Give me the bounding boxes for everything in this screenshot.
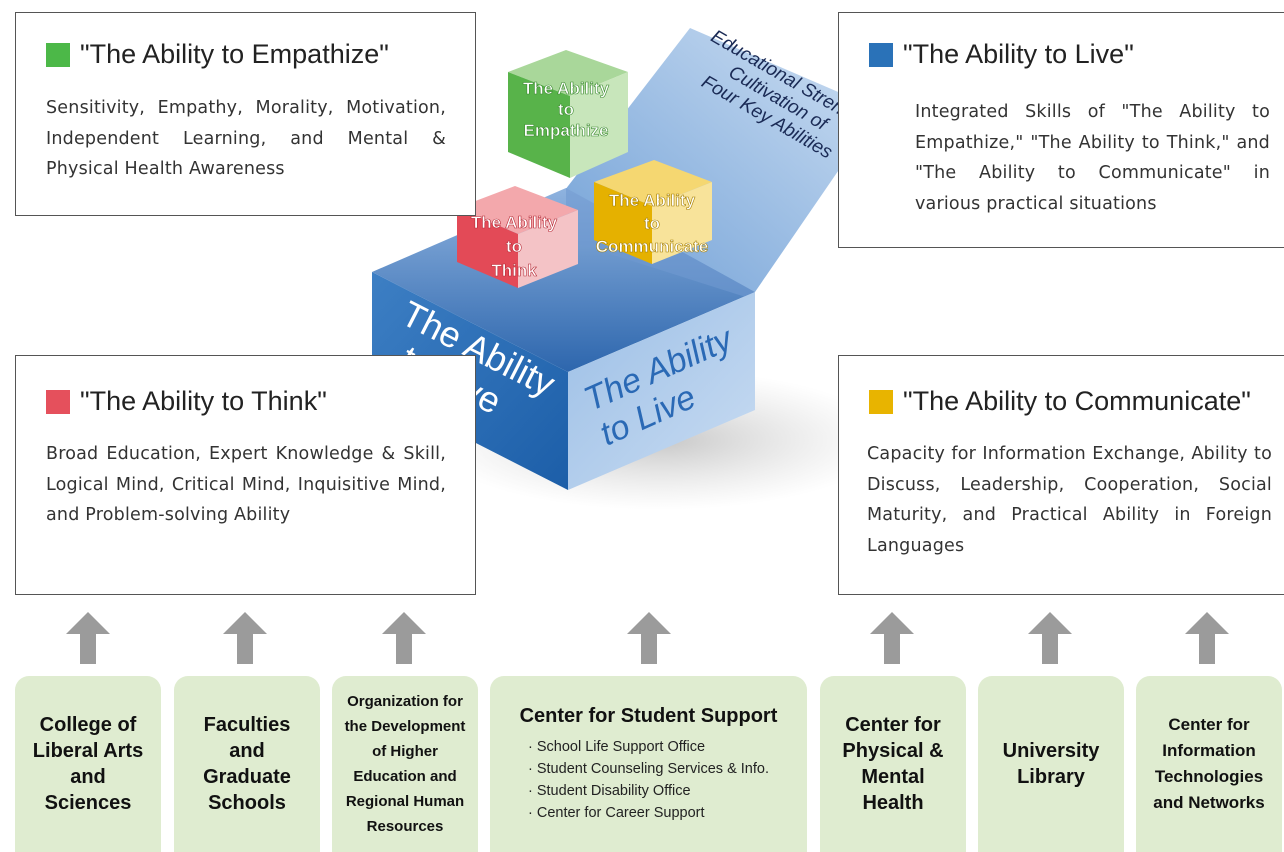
list-item: Student Counseling Services & Info. (528, 758, 769, 780)
unit-health-center: Center for Physical & Mental Health (820, 676, 966, 852)
arrow-up-icon (1185, 612, 1229, 664)
think-box: "The Ability to Think" Broad Education, … (15, 355, 476, 595)
communicate-title: "The Ability to Communicate" (903, 386, 1251, 416)
arrow-up-icon (66, 612, 110, 664)
communicate-box: "The Ability to Communicate" Capacity fo… (838, 355, 1284, 595)
list-item: School Life Support Office (528, 736, 769, 758)
live-color-square (869, 42, 893, 67)
svg-text:Communicate: Communicate (596, 237, 708, 256)
unit-student-support: Center for Student Support School Life S… (490, 676, 807, 852)
list-item: Student Disability Office (528, 780, 769, 802)
think-color-square (46, 389, 70, 414)
unit-it-center: Center for Information Technologies and … (1136, 676, 1282, 852)
svg-text:to: to (644, 214, 660, 233)
list-item: Center for Career Support (528, 802, 769, 824)
cube-empathize: The Ability to Empathize (508, 50, 628, 178)
empathize-color-square (46, 42, 70, 67)
arrow-up-icon (223, 612, 267, 664)
arrow-up-icon (627, 612, 671, 664)
svg-text:to: to (506, 237, 522, 256)
svg-text:to: to (558, 100, 574, 119)
arrow-up-icon (870, 612, 914, 664)
cube-think: The Ability to Think (457, 186, 578, 288)
svg-text:The Ability: The Ability (471, 213, 558, 232)
empathize-box: "The Ability to Empathize" Sensitivity, … (15, 12, 476, 216)
think-desc: Broad Education, Expert Knowledge & Skil… (46, 444, 446, 525)
arrow-up-icon (382, 612, 426, 664)
unit-higher-education-org: Organization for the Development of High… (332, 676, 478, 852)
communicate-desc: Capacity for Information Exchange, Abili… (867, 444, 1272, 556)
svg-text:The Ability: The Ability (523, 79, 610, 98)
live-box: "The Ability to Live" Integrated Skills … (838, 12, 1284, 248)
empathize-desc: Sensitivity, Empathy, Morality, Motivati… (46, 98, 446, 179)
live-desc: Integrated Skills of "The Ability to Emp… (915, 102, 1270, 214)
cube-communicate: The Ability to Communicate (594, 160, 712, 264)
arrow-up-icon (1028, 612, 1072, 664)
svg-text:The Ability: The Ability (609, 191, 696, 210)
unit-faculties: Faculties and Graduate Schools (174, 676, 320, 852)
think-title: "The Ability to Think" (80, 386, 327, 416)
box-side-face (568, 292, 755, 490)
live-title: "The Ability to Live" (903, 39, 1134, 69)
unit-library: University Library (978, 676, 1124, 852)
svg-text:Think: Think (491, 261, 537, 280)
unit-liberal-arts: College of Liberal Arts and Sciences (15, 676, 161, 852)
student-support-title: Center for Student Support (519, 704, 778, 727)
empathize-title: "The Ability to Empathize" (80, 39, 389, 69)
svg-text:Empathize: Empathize (523, 121, 608, 140)
communicate-color-square (869, 389, 893, 414)
student-support-list: School Life Support Office Student Couns… (528, 736, 769, 824)
